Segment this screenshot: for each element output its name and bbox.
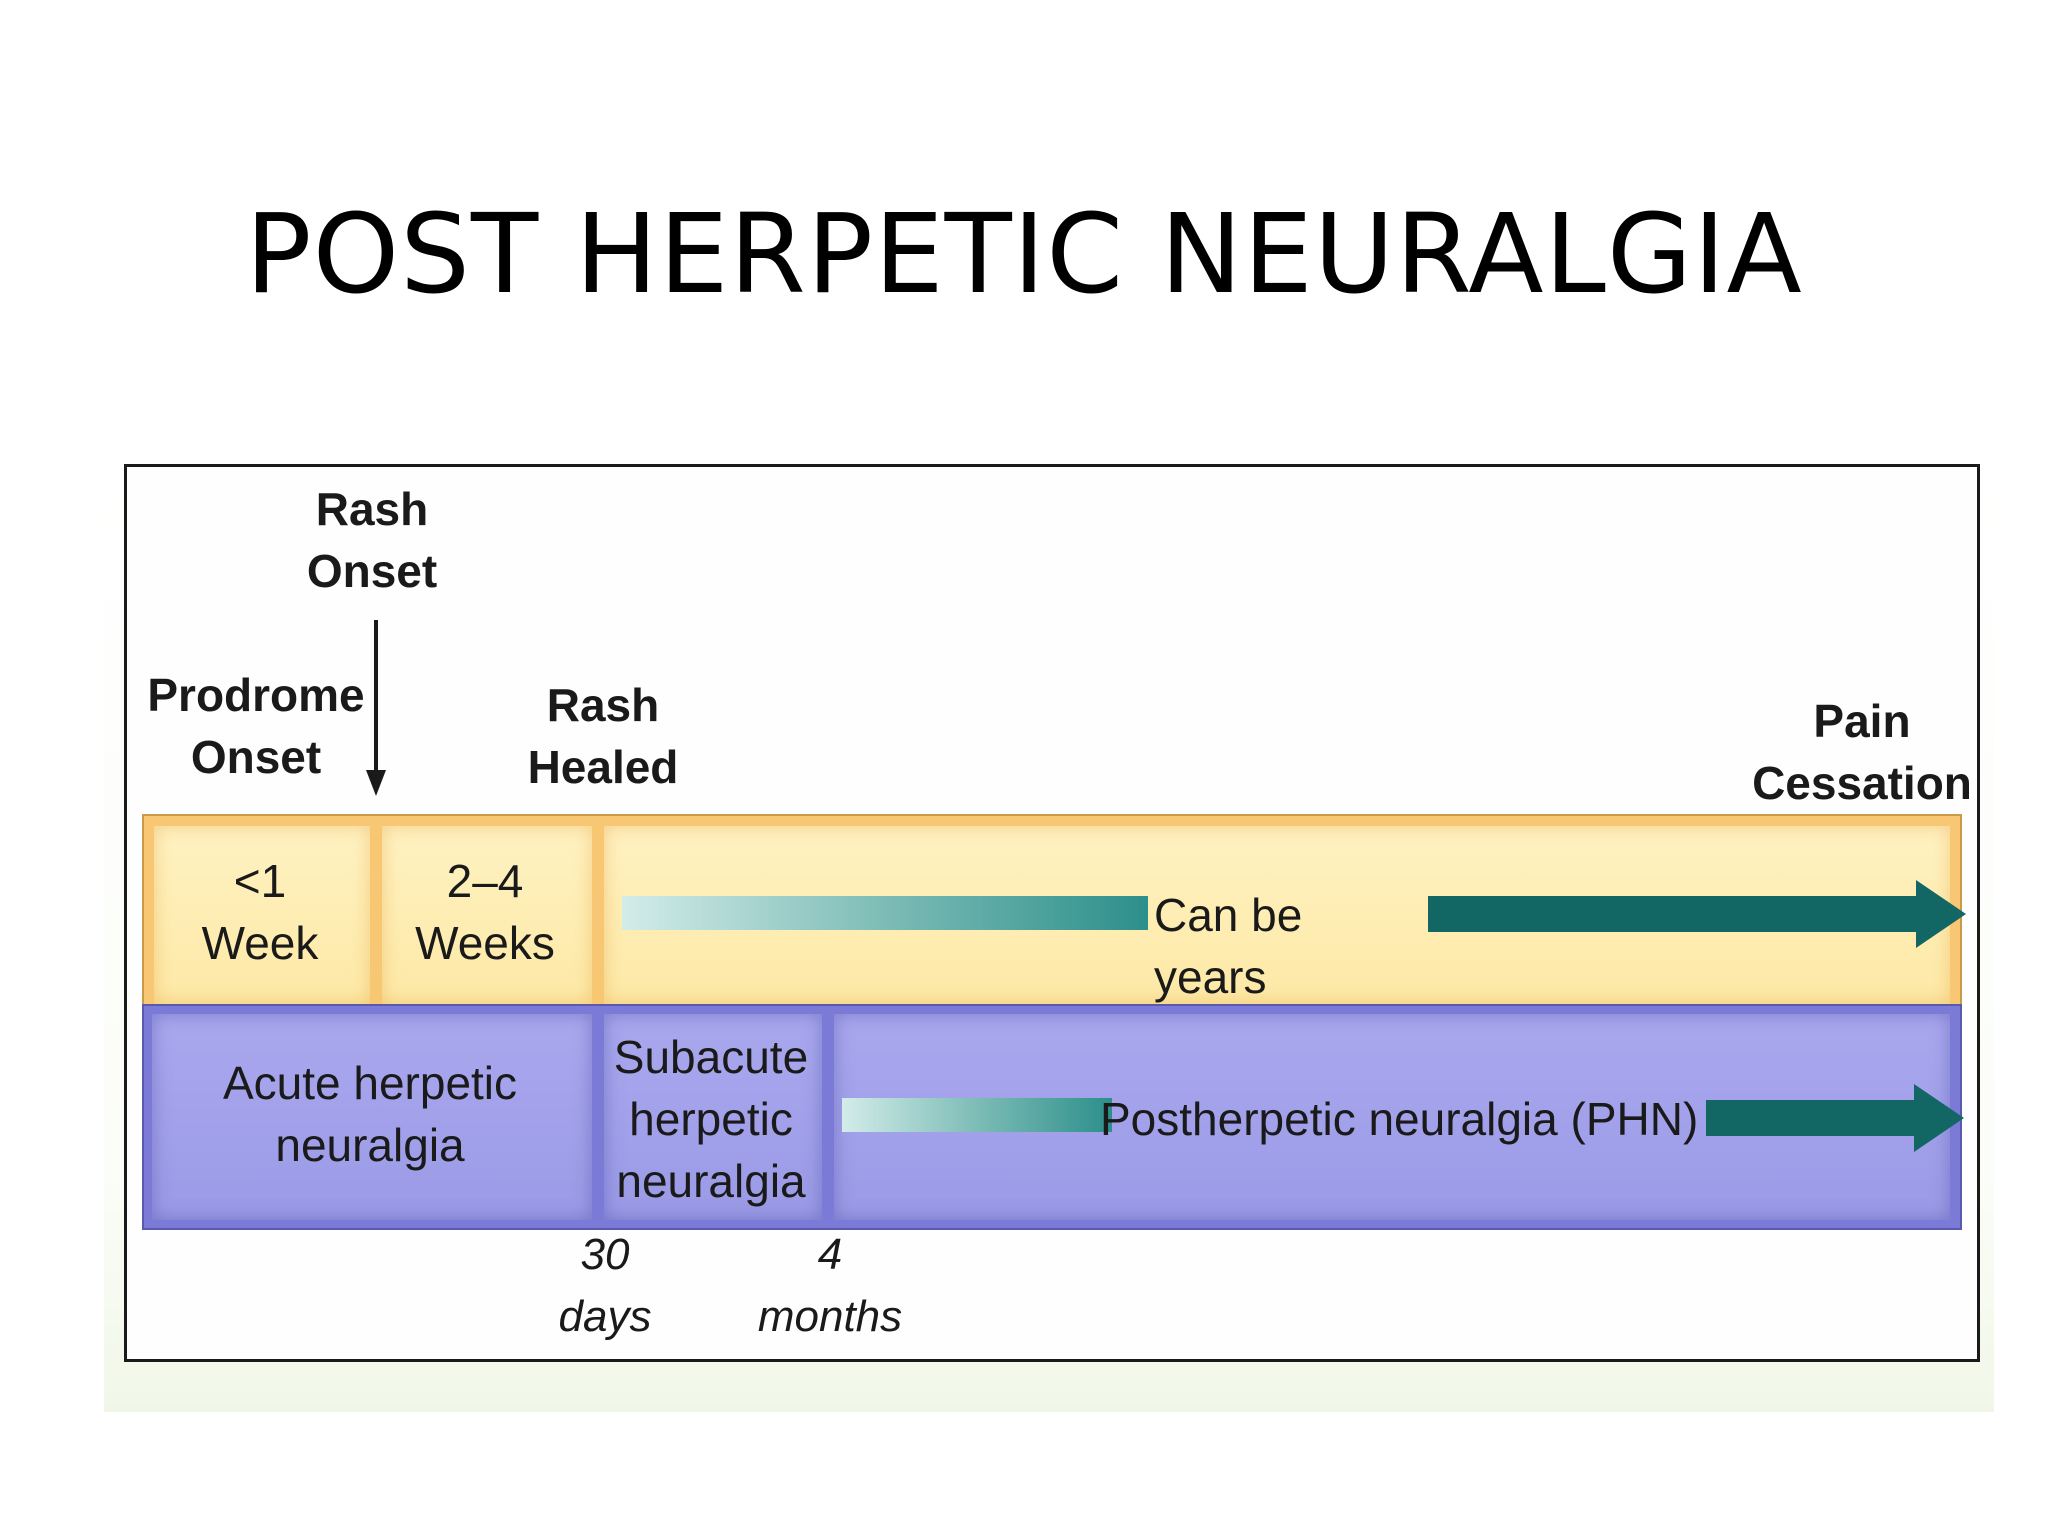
rash-onset-arrow-head — [366, 770, 386, 796]
phase-cell-acute — [152, 1014, 592, 1220]
can-be-years-text: Can be years — [1154, 889, 1303, 1003]
phn-arrow-head — [1914, 1084, 1964, 1152]
phase-cell-subacute — [604, 1014, 822, 1220]
tick-30-days: 30 days — [558, 1230, 652, 1341]
years-gradient-bar — [622, 896, 1148, 930]
duration-text-prodrome: <1 Week — [201, 855, 319, 969]
prodrome-onset-label: Prodrome Onset — [147, 669, 365, 783]
slide-title: POST HERPETIC NEURALGIA — [245, 190, 1803, 318]
tick-4-months: 4 months — [757, 1230, 903, 1341]
pain-cessation-label: Pain Cessation — [1752, 695, 1972, 809]
duration-cell-prodrome — [154, 826, 370, 1004]
duration-text-rash: 2–4 Weeks — [415, 855, 555, 969]
acute-phase-text: Acute herpetic neuralgia — [222, 1057, 518, 1171]
years-arrow-head — [1916, 880, 1966, 948]
years-arrow-shaft — [1428, 896, 1926, 932]
phn-phase-text: Postherpetic neuralgia (PHN) — [1100, 1093, 1699, 1145]
rash-onset-arrow — [374, 620, 378, 778]
duration-cell-rash — [382, 826, 592, 1004]
rash-healed-label: Rash Healed — [527, 679, 679, 793]
phn-gradient-bar — [842, 1098, 1112, 1132]
phn-arrow-shaft — [1706, 1100, 1924, 1136]
rash-onset-label: Rash Onset — [306, 483, 438, 597]
subacute-phase-text: Subacute herpetic neuralgia — [613, 1031, 809, 1207]
